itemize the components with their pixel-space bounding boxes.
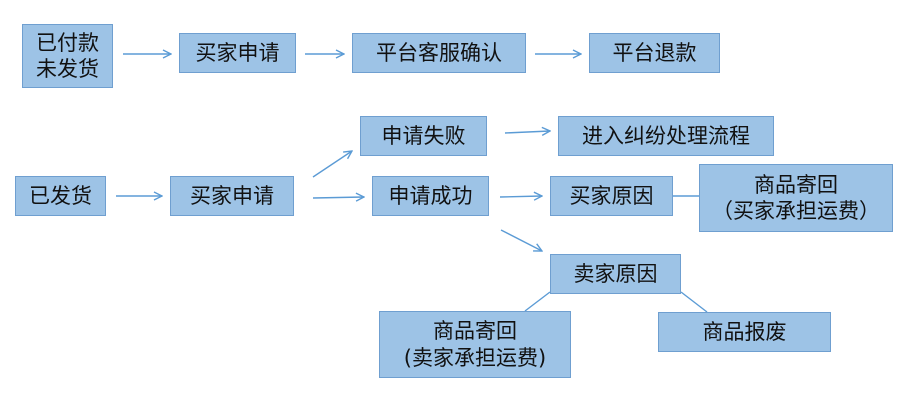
node-buyer-reason: 买家原因 — [550, 176, 673, 216]
node-shipped: 已发货 — [15, 176, 106, 216]
node-apply-success: 申请成功 — [372, 176, 489, 216]
arrow-apply-to-fail — [312, 151, 352, 178]
node-platform-refund: 平台退款 — [589, 33, 720, 73]
connector-seller-reason-to-return — [524, 291, 551, 312]
connector-seller-reason-to-scrap — [680, 291, 708, 313]
node-paid-not-shipped: 已付款 未发货 — [22, 24, 113, 88]
node-dispute-process: 进入纠纷处理流程 — [558, 116, 774, 156]
node-buyer-apply-1: 买家申请 — [179, 33, 296, 73]
arrow-success-to-seller-reason — [500, 229, 542, 251]
arrow-apply-to-success — [312, 197, 364, 198]
arrow-success-to-buyer-reason — [499, 196, 542, 197]
node-buyer-apply-2: 买家申请 — [170, 176, 294, 216]
node-goods-scrapped: 商品报废 — [658, 312, 831, 352]
node-seller-reason: 卖家原因 — [550, 254, 681, 294]
node-apply-failed: 申请失败 — [360, 116, 487, 156]
node-return-buyer-pays: 商品寄回 （买家承担运费） — [699, 164, 893, 232]
node-platform-confirm: 平台客服确认 — [352, 33, 526, 73]
node-return-seller-pays: 商品寄回 (卖家承担运费) — [379, 311, 571, 378]
arrow-fail-to-dispute — [504, 131, 550, 133]
